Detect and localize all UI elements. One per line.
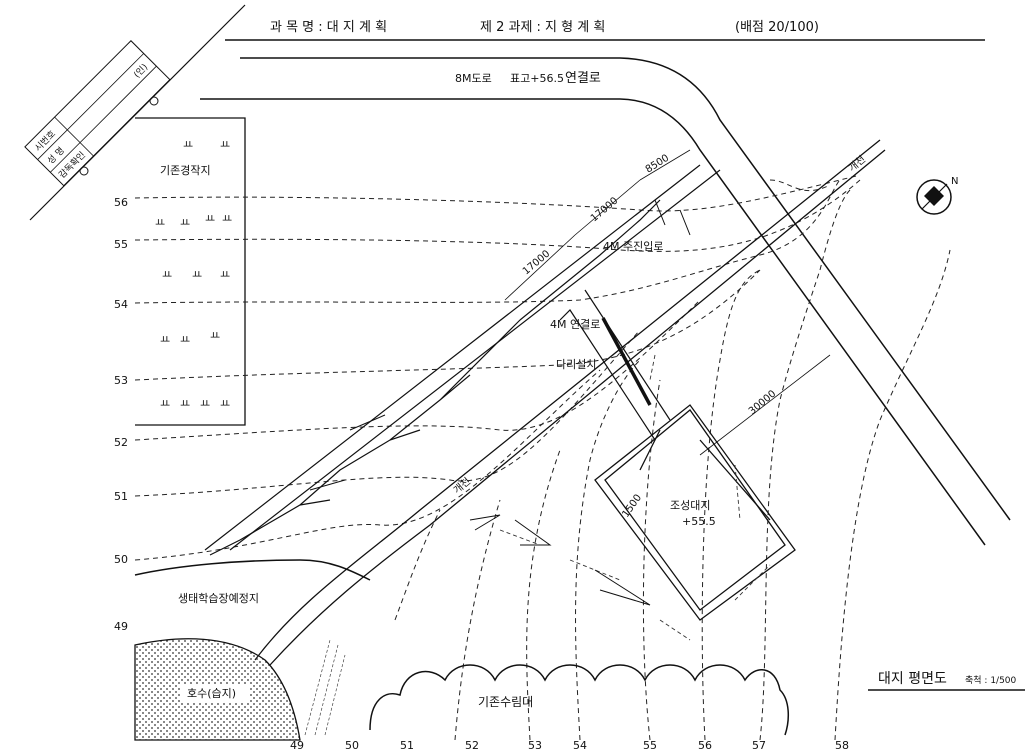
dim-30000: 30000 [747,388,778,417]
header: 과 목 명 : 대 지 계 획 제 2 과제 : 지 형 계 획 (배점 20/… [225,20,985,41]
contour-number: 56 [698,739,712,752]
farm-symbol: ㅛ [180,397,190,410]
farm-symbol: ㅛ [210,329,220,342]
dim-17000-a: 17000 [589,195,620,224]
farm-symbol: ㅛ [180,333,190,346]
contour-number: 52 [465,739,479,752]
link-road-label: 4M 연결로 [550,318,600,331]
contour-number: 53 [528,739,542,752]
contour-number: 53 [114,374,128,387]
dim-17000-b: 17000 [521,248,552,277]
id-box: 시번호 성 명 감독확인 (인) [24,4,246,221]
title-block: 대지 평면도 축척 : 1/500 [868,671,1025,691]
task-label: 제 2 과제 : 지 형 계 획 [480,20,605,35]
contour-number: 52 [114,436,128,449]
contour-number: 49 [114,620,128,633]
farm-symbol: ㅛ [220,397,230,410]
pond-label-bg [180,684,250,702]
contour-number: 57 [752,739,766,752]
road-8m [200,57,1011,546]
north-arrow: N [916,176,958,215]
id-box-table: 시번호 성 명 감독확인 (인) [24,40,171,187]
farm-symbol: ㅛ [220,268,230,281]
contour-labels-left: 56 55 54 53 52 51 50 49 [114,196,128,633]
road-level-label: 표고+56.5 [510,72,564,85]
farm-symbol: ㅛ [183,138,193,151]
slope-marks [309,199,691,606]
farm-symbol: ㅛ [160,397,170,410]
farm-symbol: ㅛ [205,212,215,225]
farm-symbol: ㅛ [222,212,232,225]
farm-symbol: ㅛ [155,216,165,229]
developed-site [594,404,796,621]
contour-number: 51 [114,490,128,503]
farm-symbol: ㅛ [192,268,202,281]
site-level-label: +55.5 [682,515,716,528]
bridge [601,317,652,406]
stream-label-top: 개천 [846,153,868,174]
stream [254,139,886,666]
farm-symbol: ㅛ [180,216,190,229]
site-label: 조성대지 [670,499,710,512]
bolt-hole [79,166,89,176]
pond-label: 호수(습지) [187,687,236,700]
contour-number: 51 [400,739,414,752]
road-link-label: 연결로 [565,71,601,86]
seal-label: (인) [132,62,151,81]
contour-number: 54 [573,739,587,752]
north-label: N [951,176,958,187]
score-label: (배점 20/100) [735,20,819,35]
farmland-label: 기존경작지 [160,164,211,177]
farm-symbol: ㅛ [220,138,230,151]
contour-number: 56 [114,196,128,209]
contour-number: 54 [114,298,128,311]
farm-symbol: ㅛ [200,397,210,410]
main-road-label: 4M 주진입로 [603,240,663,253]
bolt-hole [149,96,159,106]
subject-label: 과 목 명 : 대 지 계 획 [270,20,387,35]
dim-8500: 8500 [644,153,671,176]
road-8m-label: 8M도로 [455,72,492,85]
drawing-scale: 축척 : 1/500 [965,675,1017,686]
farm-symbol: ㅛ [162,268,172,281]
contour-number: 50 [114,553,128,566]
link-road [559,289,671,441]
contour-number: 49 [290,739,304,752]
contour-number: 55 [643,739,657,752]
forest-label: 기존수림대 [478,695,533,709]
drainage-arrows [499,354,771,641]
dimension-lines [504,149,831,456]
contour-number: 55 [114,238,128,251]
bridge-label: 다리설치 [556,358,596,371]
contour-labels-bottom: 49 50 51 52 53 54 55 56 57 58 [290,739,849,752]
contour-number: 58 [835,739,849,752]
stream-label-mid: 개천 [451,475,473,496]
drawing-title: 대지 평면도 [878,671,947,687]
forest-boundary [369,664,790,736]
farm-symbol: ㅛ [160,333,170,346]
eco-area: 생태학습장예정지 [134,559,371,605]
contour-lines [134,174,951,741]
wetland-hatch [304,639,346,736]
main-access-road [204,164,721,556]
eco-area-label: 생태학습장예정지 [178,592,259,605]
contour-number: 50 [345,739,359,752]
